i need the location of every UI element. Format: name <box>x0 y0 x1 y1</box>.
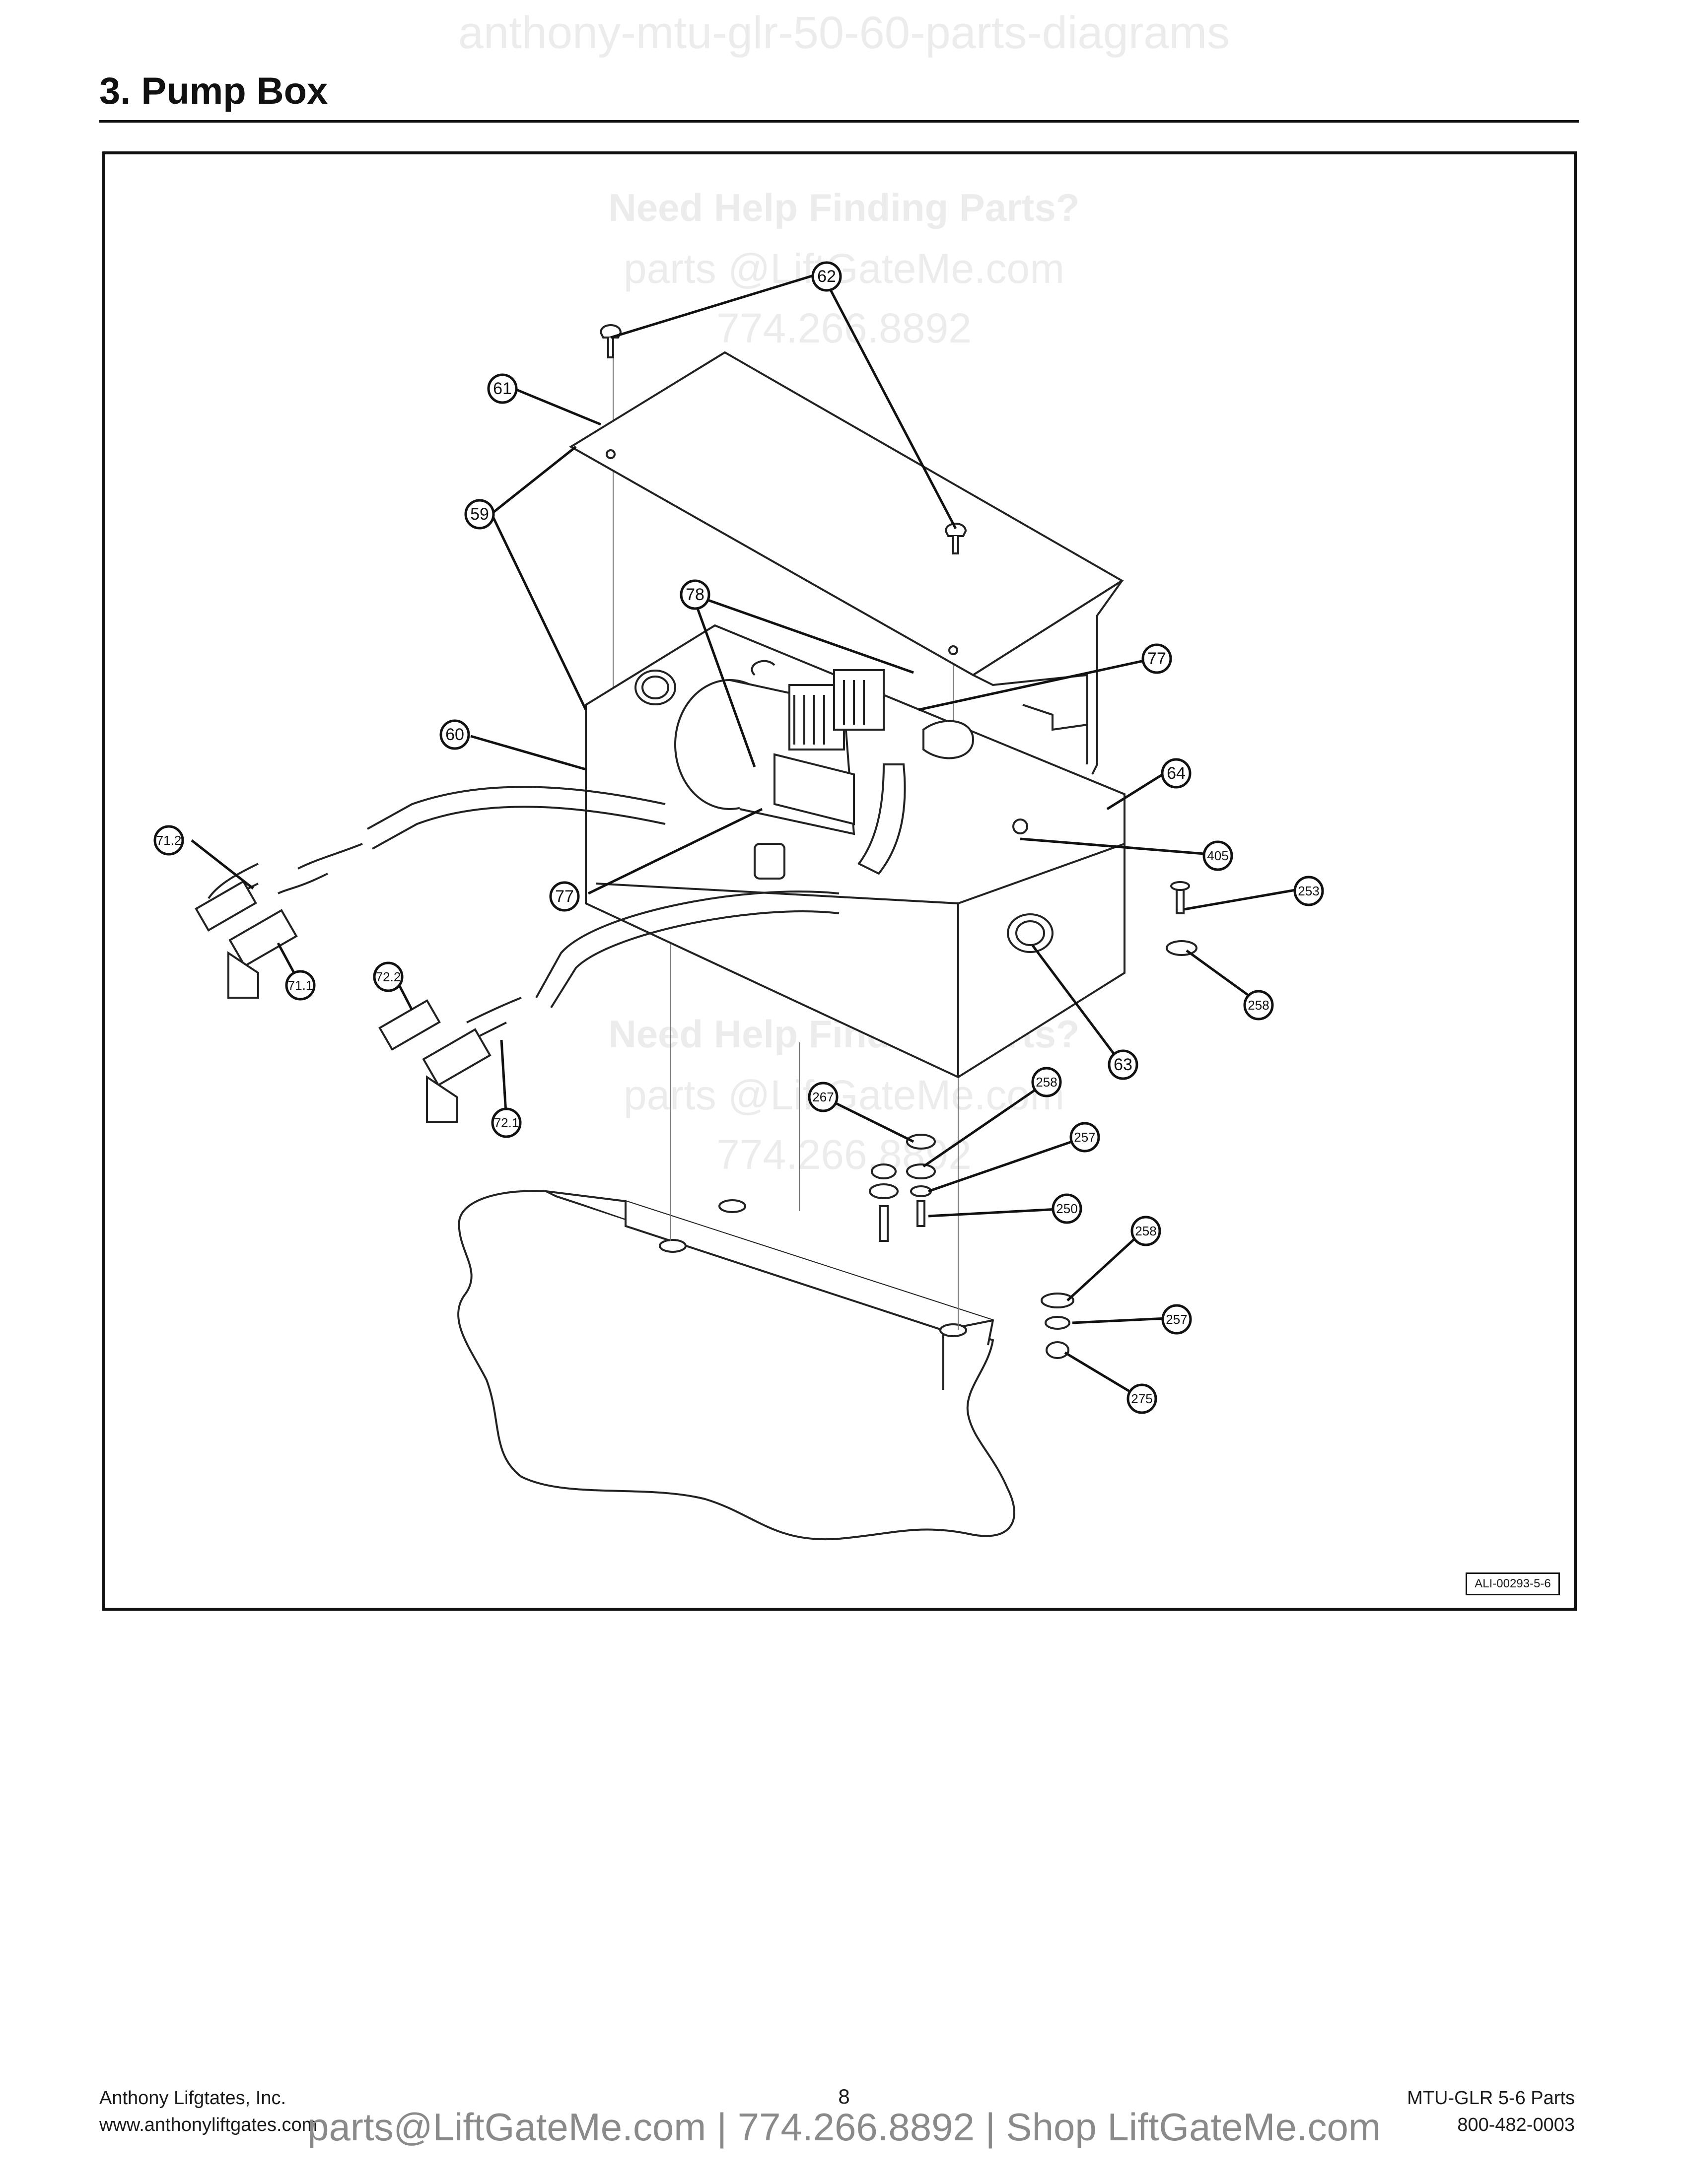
callout-72-2: 72.2 <box>373 961 404 992</box>
callout-label: 59 <box>470 505 489 524</box>
top-watermark: anthony-mtu-glr-50-60-parts-diagrams <box>458 7 1230 58</box>
watermark-email: parts @LiftGateMe.com <box>624 245 1064 292</box>
callout-label: 62 <box>817 267 836 286</box>
footer-company: Anthony Lifgtates, Inc. <box>99 2088 286 2109</box>
watermark-email: parts @LiftGateMe.com <box>624 1072 1064 1118</box>
callout-258-lower: 258 <box>1130 1216 1161 1246</box>
callout-label: 60 <box>445 725 464 744</box>
pump-motor-assembly <box>674 660 975 880</box>
footer-website[interactable]: www.anthonyliftgates.com <box>99 2115 318 2135</box>
callout-label: 61 <box>493 379 512 398</box>
callout-label: 258 <box>1248 998 1269 1013</box>
callout-label: 257 <box>1166 1312 1187 1327</box>
watermark-heading: Need Help Finding Parts? <box>608 186 1079 229</box>
callout-78: 78 <box>680 579 710 610</box>
callout-275: 275 <box>1126 1383 1157 1414</box>
cover-screws <box>599 324 967 554</box>
callout-72-1: 72.1 <box>491 1107 522 1138</box>
callout-62: 62 <box>811 261 842 292</box>
callout-label: 257 <box>1074 1130 1095 1145</box>
callout-label: 258 <box>1036 1075 1057 1090</box>
callout-label: 72.1 <box>494 1115 519 1130</box>
callout-label: 253 <box>1298 884 1319 898</box>
page-number: 8 <box>838 2085 850 2108</box>
callout-label: 63 <box>1114 1055 1132 1074</box>
footer-watermark: parts@LiftGateMe.com | 774.266.8892 | Sh… <box>307 2105 1381 2149</box>
callout-77-lower: 77 <box>549 881 580 912</box>
callout-257-lower: 257 <box>1161 1304 1192 1335</box>
diagram-frame <box>102 151 1577 1611</box>
watermark-block-upper: Need Help Finding Parts? parts @LiftGate… <box>608 186 1079 351</box>
callout-label: 78 <box>686 585 704 604</box>
footer-company-block: Anthony Lifgtates, Inc. www.anthonyliftg… <box>99 2085 317 2138</box>
hardware-stacks <box>869 881 1197 1359</box>
callout-label: 250 <box>1056 1201 1077 1216</box>
callout-71-2: 71.2 <box>153 825 184 856</box>
callout-63: 63 <box>1108 1049 1138 1080</box>
callout-71-1: 71.1 <box>285 970 316 1001</box>
watermark-phone: 774.266.8892 <box>716 305 972 351</box>
callout-label: 71.2 <box>156 833 182 848</box>
callout-405: 405 <box>1202 840 1233 871</box>
callout-label: 77 <box>1147 649 1166 668</box>
callout-258-center: 258 <box>1031 1067 1062 1097</box>
callout-250: 250 <box>1052 1193 1082 1224</box>
drawing-reference-code: ALI-00293-5-6 <box>1466 1572 1560 1595</box>
callout-label: 64 <box>1167 764 1186 783</box>
callout-77-upper: 77 <box>1141 643 1172 674</box>
callout-258-right: 258 <box>1243 990 1274 1021</box>
hydraulic-hoses <box>208 786 840 1043</box>
hose-fittings <box>195 880 492 1123</box>
callout-267: 267 <box>808 1082 839 1112</box>
footer-product-block: MTU-GLR 5-6 Parts 800-482-0003 <box>1407 2085 1575 2138</box>
callout-61: 61 <box>487 373 518 404</box>
callout-label: 405 <box>1207 848 1228 863</box>
callout-label: 267 <box>812 1090 834 1104</box>
callout-64: 64 <box>1161 758 1192 789</box>
callout-59: 59 <box>464 499 495 530</box>
callout-253: 253 <box>1293 876 1324 906</box>
footer-product: MTU-GLR 5-6 Parts <box>1407 2088 1575 2109</box>
callout-257-center: 257 <box>1069 1122 1100 1153</box>
leader-lines <box>191 272 1299 1399</box>
callout-label: 258 <box>1135 1224 1156 1238</box>
callout-label: 77 <box>555 887 574 906</box>
callout-label: 71.1 <box>288 978 313 993</box>
mounting-bracket <box>457 1190 1015 1541</box>
callout-label: 275 <box>1131 1391 1152 1406</box>
pump-box-cover <box>569 351 1124 775</box>
title-rule <box>99 120 1579 123</box>
callout-label: 72.2 <box>376 969 401 984</box>
footer-phone: 800-482-0003 <box>1457 2115 1575 2135</box>
section-title: 3. Pump Box <box>99 70 328 112</box>
callout-60: 60 <box>439 719 470 750</box>
